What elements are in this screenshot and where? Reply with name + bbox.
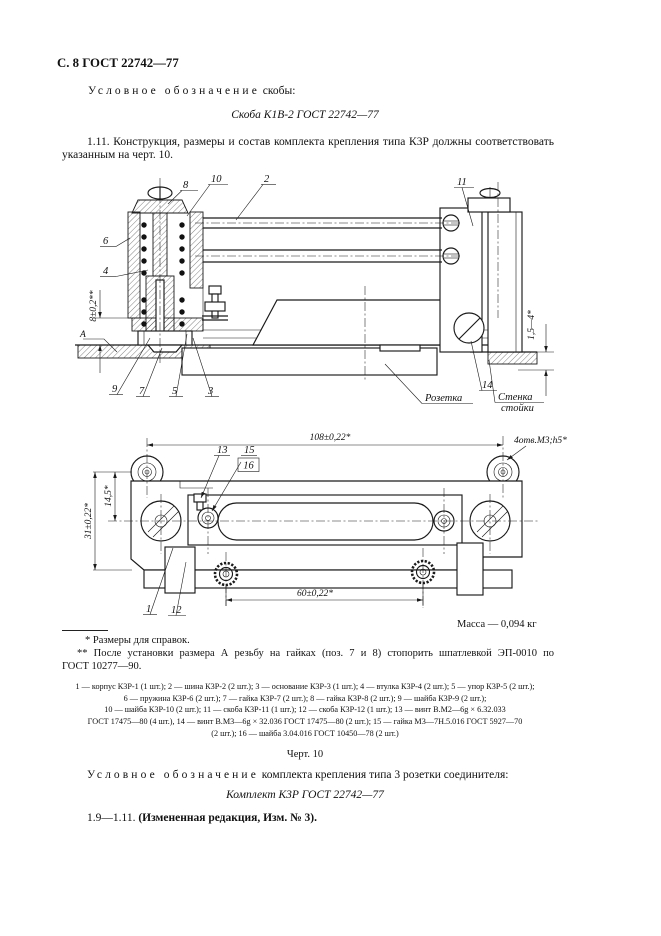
parts-list-line: 1 — корпус К3Р-1 (1 шт.); 2 — шина К3Р-2… bbox=[75, 682, 535, 691]
dim-gap-text: 1,5—4* bbox=[527, 310, 537, 340]
fig2-callouts: 13 15 16 1 12 bbox=[143, 445, 260, 616]
mass-note: Масса — 0,094 кг bbox=[457, 619, 537, 630]
para-1-11-line2: указанным на черт. 10. bbox=[62, 149, 174, 161]
designation-heading-rest-2: комплекта крепления типа 3 розетки соеди… bbox=[261, 769, 509, 781]
parts-list-line: 10 — шайба К3Р-10 (2 шт.); 11 — скоба К3… bbox=[104, 705, 506, 715]
footnote-dstar-line2: ГОСТ 10277—90. bbox=[62, 661, 142, 672]
clamp-assembly bbox=[127, 186, 204, 353]
dim-14-5: 14,5* bbox=[104, 472, 117, 521]
callout-9: 9 bbox=[112, 384, 118, 395]
dim-height-text: 31±0,22* bbox=[84, 503, 94, 540]
centerlines bbox=[159, 178, 499, 382]
dim-60: 60±0,22* bbox=[225, 584, 424, 606]
figure-caption: Черт. 10 bbox=[286, 749, 324, 760]
footnote-star: * Размеры для справок. bbox=[85, 635, 190, 646]
dim-108: 108±0,22* bbox=[147, 433, 503, 447]
callout-2: 2 bbox=[264, 174, 270, 185]
dim-a-text: 8±0,2** bbox=[89, 290, 99, 322]
callout-11: 11 bbox=[457, 177, 467, 188]
callout-8: 8 bbox=[183, 180, 189, 191]
fig1-callouts: 8 10 2 11 6 4 9 7 5 3 14 bbox=[100, 174, 497, 397]
designation-heading-spaced-2: Условное обозначение bbox=[87, 769, 259, 781]
callout-14: 14 bbox=[482, 380, 493, 391]
callout-12: 12 bbox=[171, 605, 182, 616]
dim-width-text: 108±0,22* bbox=[310, 433, 351, 443]
dim-lower-text: 60±0,22* bbox=[297, 589, 333, 599]
designation-heading-komplekt: Условное обозначение комплекта крепления… bbox=[87, 769, 508, 782]
footnote-dstar-line1: ** После установки размера А резьбу на г… bbox=[77, 648, 554, 659]
callout-6: 6 bbox=[103, 236, 109, 247]
designation-heading-spaced: Условное обозначение bbox=[88, 85, 260, 97]
callout-4: 4 bbox=[103, 266, 109, 277]
amendment-note: 1.9—1.11. (Измененная редакция, Изм. № 3… bbox=[87, 812, 317, 825]
callout-5: 5 bbox=[172, 386, 177, 397]
para-1-11-line1: 1.11. Конструкция, размеры и состав комп… bbox=[87, 136, 554, 148]
amendment-prefix: 1.9—1.11. bbox=[87, 812, 139, 824]
dim-right: 1,5—4* bbox=[518, 310, 554, 396]
callout-1: 1 bbox=[146, 604, 151, 615]
designation-skoba: Скоба К1В-2 ГОСТ 22742—77 bbox=[231, 109, 379, 121]
fig1-labels: Розетка Стенка стойки bbox=[384, 359, 544, 414]
callout-10: 10 bbox=[211, 174, 222, 185]
holes-note: 4отв.М3;h5* bbox=[506, 436, 567, 461]
note-holes-text: 4отв.М3;h5* bbox=[514, 436, 567, 446]
label-rozetka: Розетка bbox=[424, 393, 462, 404]
datum-a-text: А bbox=[79, 330, 86, 340]
page-header: С. 8 ГОСТ 22742—77 bbox=[57, 56, 179, 70]
amendment-bold: (Измененная редакция, Изм. № 3). bbox=[138, 812, 317, 824]
parts-list-line: 6 — пружина К3Р-6 (2 шт.); 7 — гайка К3Р… bbox=[123, 693, 487, 703]
callout-16: 16 bbox=[243, 461, 254, 472]
callout-7: 7 bbox=[139, 386, 145, 397]
designation-heading-skoba: Условное обозначение скобы: bbox=[88, 85, 295, 98]
figure-plan-view: 108±0,22* 4отв.М3;h5* 31±0,22* 14,5* 60±… bbox=[84, 433, 567, 616]
figure-side-section: 8±0,2** А 1,5—4* 8 10 2 11 6 4 9 bbox=[75, 174, 554, 414]
callout-15: 15 bbox=[244, 445, 255, 456]
designation-heading-rest: скобы: bbox=[262, 85, 296, 97]
parts-list: 1 — корпус К3Р-1 (1 шт.); 2 — шина К3Р-2… bbox=[40, 681, 570, 740]
designation-komplekt: Комплект К3Р ГОСТ 22742—77 bbox=[226, 789, 384, 801]
label-wall-2: стойки bbox=[501, 403, 534, 414]
callout-13: 13 bbox=[217, 445, 228, 456]
parts-list-line: (2 шт.); 16 — шайба 3.04.016 ГОСТ 10450—… bbox=[211, 728, 399, 738]
footnote-rule bbox=[62, 630, 108, 631]
spring-coils bbox=[141, 222, 185, 327]
socket-body bbox=[181, 299, 461, 376]
dim-left: 8±0,2** А bbox=[79, 290, 134, 373]
plate-body bbox=[130, 455, 523, 596]
parts-list-line: ГОСТ 17475—80 (4 шт.), 14 — винт В.М3—6g… bbox=[87, 717, 523, 727]
stop-bolt bbox=[202, 285, 228, 321]
dim-31: 31±0,22* bbox=[84, 471, 132, 571]
stand-column bbox=[453, 187, 523, 353]
label-wall-1: Стенка bbox=[498, 392, 533, 403]
dim-mid-text: 14,5* bbox=[104, 485, 114, 507]
